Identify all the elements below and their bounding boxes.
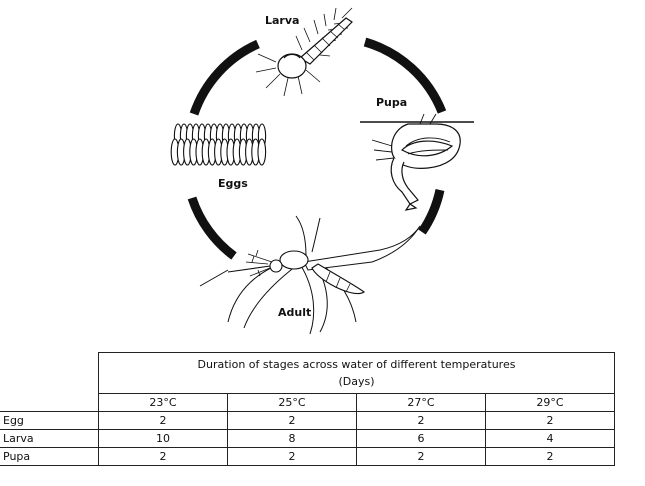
stage-label-eggs: Eggs <box>218 177 248 190</box>
larva-drawing <box>255 7 353 97</box>
arc-larva-to-pupa <box>363 37 447 114</box>
column-header: 25°C <box>227 393 357 412</box>
table-cell: 2 <box>485 447 615 466</box>
table-corner-blank <box>0 353 99 394</box>
table-row: Pupa 2 2 2 2 <box>0 447 615 466</box>
table-title-line2: (Days) <box>338 375 375 388</box>
adult-drawing <box>199 215 421 335</box>
pupa-drawing <box>360 113 474 211</box>
table-cell: 10 <box>98 429 228 448</box>
table-cell: 2 <box>98 447 228 466</box>
row-label: Egg <box>0 411 99 430</box>
column-header: 23°C <box>98 393 228 412</box>
arc-eggs-to-larva <box>189 39 260 116</box>
table-cell: 2 <box>356 411 486 430</box>
table-cell: 2 <box>227 411 357 430</box>
table-cell: 6 <box>356 429 486 448</box>
life-cycle-diagram: Larva Pupa Eggs Adult <box>170 7 474 335</box>
table-cell: 8 <box>227 429 357 448</box>
table-corner-blank-2 <box>0 394 99 412</box>
cycle-arcs <box>187 37 447 260</box>
stage-label-larva: Larva <box>265 14 299 27</box>
row-label: Pupa <box>0 447 99 466</box>
table-title-line1: Duration of stages across water of diffe… <box>197 358 516 371</box>
table-cell: 2 <box>356 447 486 466</box>
table-cell: 2 <box>227 447 357 466</box>
arc-pupa-to-adult <box>418 188 445 235</box>
duration-table: Duration of stages across water of diffe… <box>0 352 615 466</box>
eggs-drawing <box>170 123 267 166</box>
table-title: Duration of stages across water of diffe… <box>98 352 615 394</box>
table-row: Larva 10 8 6 4 <box>0 429 615 448</box>
table-cell: 2 <box>98 411 228 430</box>
table-cell: 2 <box>485 411 615 430</box>
row-label: Larva <box>0 429 99 448</box>
table-cell: 4 <box>485 429 615 448</box>
duration-table-container: Duration of stages across water of diffe… <box>0 352 615 466</box>
table-row: Egg 2 2 2 2 <box>0 411 615 430</box>
column-header: 29°C <box>485 393 615 412</box>
column-header: 27°C <box>356 393 486 412</box>
egg-shape <box>257 138 267 166</box>
stage-label-pupa: Pupa <box>376 96 407 109</box>
arc-adult-to-eggs <box>187 196 237 260</box>
stage-label-adult: Adult <box>278 306 311 319</box>
